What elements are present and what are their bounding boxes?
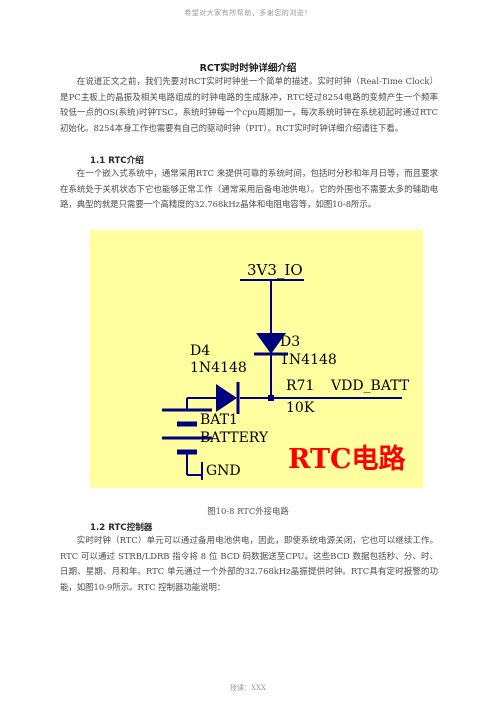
supply-label: 3V3_IO	[247, 261, 303, 279]
section-heading-2: 1.2 RTC控制器	[90, 523, 153, 533]
figure-caption: 图10-8 RTC外接电路	[207, 506, 289, 516]
resistor-ref-label: R71	[286, 378, 314, 394]
junction-dot	[268, 395, 274, 401]
gnd-label: GND	[206, 463, 241, 479]
footer-note: 授课：XXX	[230, 684, 266, 692]
vdd-batt-label: VDD_BATT	[330, 378, 410, 394]
circuit-schematic: 3V3_IO	[90, 230, 423, 488]
section-heading-1: 1.1 RTC介绍	[90, 156, 144, 166]
rtc-circuit-figure: 3V3_IO	[90, 230, 423, 488]
intro-paragraph: 在说道正文之前，我们先要对RCT实时时钟坐一个简单的描述。实时时钟（Real-T…	[60, 76, 438, 133]
resistor-value-label: 10K	[286, 400, 315, 416]
d3-ref-label: D3	[280, 334, 300, 350]
battery-part-label: BATTERY	[200, 430, 269, 446]
document-title: RCT实时时钟详细介绍	[199, 63, 297, 74]
d4-ref-label: D4	[190, 343, 210, 359]
d4-diode-symbol	[216, 384, 237, 412]
rtc-circuit-overlay-label: RTC电路	[288, 443, 407, 475]
d3-part-label: 1N4148	[280, 352, 337, 368]
section-1-paragraph: 在一个嵌入式系统中，通常采用RTC 来提供可靠的系统时间，包括时分秒和年月日等，…	[60, 168, 438, 210]
wires	[186, 279, 402, 480]
battery-ref-label: BAT1	[200, 412, 238, 428]
schematic-background	[90, 230, 423, 488]
section-2-paragraph: 实时时钟（RTC）单元可以通过备用电池供电，因此，即使系统电源关闭，它也可以继续…	[60, 535, 438, 592]
d4-part-label: 1N4148	[190, 360, 247, 376]
header-note: 希望对大家有所帮助，多谢您的浏览！	[184, 9, 312, 17]
d3-diode-symbol	[256, 333, 286, 354]
